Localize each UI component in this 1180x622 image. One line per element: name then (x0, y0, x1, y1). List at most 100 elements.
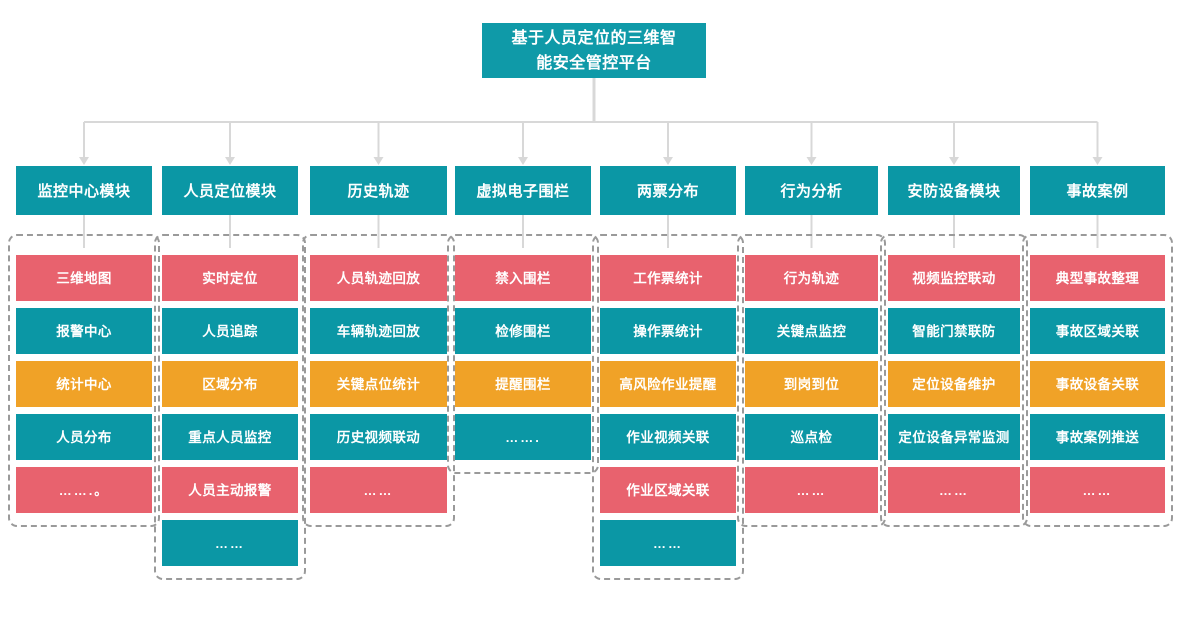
feature-tile[interactable]: 车辆轨迹回放 (310, 308, 447, 354)
platform-title-line2: 能安全管控平台 (536, 54, 652, 72)
feature-tile[interactable]: 视频监控联动 (888, 255, 1020, 301)
feature-tile-label: …… (939, 482, 969, 498)
feature-tile-label: 三维地图 (56, 270, 112, 286)
feature-tile[interactable]: 人员主动报警 (162, 467, 298, 513)
feature-tile[interactable]: 重点人员监控 (162, 414, 298, 460)
feature-tile[interactable]: 报警中心 (16, 308, 152, 354)
module-header-label: 行为分析 (780, 183, 843, 200)
feature-tile-label: 操作票统计 (633, 323, 703, 339)
feature-tile-label: 检修围栏 (495, 323, 551, 339)
feature-tile[interactable]: 历史视频联动 (310, 414, 447, 460)
feature-tile-label: …… (1082, 482, 1113, 498)
feature-tile-label: 智能门禁联防 (912, 323, 996, 339)
module-group-5 (592, 234, 744, 580)
feature-tile[interactable]: …… (600, 520, 736, 566)
feature-tile-label: 典型事故整理 (1055, 270, 1140, 286)
feature-tile-label: …… (653, 535, 683, 551)
feature-tile[interactable]: 三维地图 (16, 255, 152, 301)
feature-tile-label: 巡点检 (790, 429, 833, 445)
feature-tile[interactable]: ……. (455, 414, 591, 460)
module-header-label: 虚拟电子围栏 (476, 183, 570, 200)
feature-tile[interactable]: 定位设备异常监测 (888, 414, 1020, 460)
module-header-3[interactable]: 历史轨迹 (310, 166, 447, 215)
feature-tile[interactable]: 提醒围栏 (455, 361, 591, 407)
module-header-label: 监控中心模块 (37, 183, 131, 200)
module-group-4 (447, 234, 599, 474)
feature-tile-label: 提醒围栏 (495, 376, 551, 392)
module-header-8[interactable]: 事故案例 (1030, 166, 1165, 215)
feature-tile[interactable]: 事故案例推送 (1030, 414, 1165, 460)
feature-tile-label: 禁入围栏 (495, 270, 551, 286)
module-group-3 (302, 234, 455, 527)
feature-tile[interactable]: 区域分布 (162, 361, 298, 407)
feature-tile[interactable]: …… (888, 467, 1020, 513)
feature-tile[interactable]: 禁入围栏 (455, 255, 591, 301)
feature-tile[interactable]: …… (310, 467, 447, 513)
module-header-1[interactable]: 监控中心模块 (16, 166, 152, 215)
feature-tile-label: 到岗到位 (783, 376, 840, 392)
feature-tile-label: 关键点监控 (776, 323, 847, 339)
module-header-label: 历史轨迹 (347, 183, 410, 200)
feature-tile[interactable]: 人员追踪 (162, 308, 298, 354)
feature-tile-label: 实时定位 (202, 270, 258, 286)
feature-tile[interactable]: 关键点位统计 (310, 361, 447, 407)
feature-tile-label: 行为轨迹 (783, 270, 840, 286)
feature-tile-label: 关键点位统计 (336, 376, 421, 392)
feature-tile[interactable]: 人员轨迹回放 (310, 255, 447, 301)
feature-tile-label: …… (796, 482, 827, 498)
feature-tile[interactable]: 统计中心 (16, 361, 152, 407)
feature-tile[interactable]: 人员分布 (16, 414, 152, 460)
feature-tile[interactable]: …… (162, 520, 298, 566)
feature-tile[interactable]: 到岗到位 (745, 361, 878, 407)
feature-tile-label: 重点人员监控 (188, 429, 272, 445)
feature-tile[interactable]: 作业视频关联 (600, 414, 736, 460)
feature-tile[interactable]: 操作票统计 (600, 308, 736, 354)
feature-tile-label: 车辆轨迹回放 (336, 323, 421, 339)
feature-tile-label: 区域分布 (202, 376, 258, 392)
feature-tile-label: 历史视频联动 (336, 429, 421, 445)
feature-tile[interactable]: …… (1030, 467, 1165, 513)
feature-tile-label: 高风险作业提醒 (619, 376, 717, 392)
module-header-5[interactable]: 两票分布 (600, 166, 736, 215)
feature-tile[interactable]: 巡点检 (745, 414, 878, 460)
platform-title: 基于人员定位的三维智 能安全管控平台 (482, 23, 706, 78)
module-header-2[interactable]: 人员定位模块 (162, 166, 298, 215)
feature-tile[interactable]: …… (745, 467, 878, 513)
module-header-7[interactable]: 安防设备模块 (888, 166, 1020, 215)
feature-tile-label: 事故设备关联 (1055, 376, 1140, 392)
feature-tile-label: …….。 (58, 482, 110, 498)
feature-tile[interactable]: 事故区域关联 (1030, 308, 1165, 354)
feature-tile-label: 定位设备维护 (912, 376, 996, 392)
module-group-8 (1022, 234, 1173, 527)
feature-tile[interactable]: 定位设备维护 (888, 361, 1020, 407)
module-group-2 (154, 234, 306, 580)
feature-tile[interactable]: 关键点监控 (745, 308, 878, 354)
feature-tile-label: 作业视频关联 (626, 429, 710, 445)
feature-tile-label: 人员追踪 (202, 323, 258, 339)
feature-tile[interactable]: 行为轨迹 (745, 255, 878, 301)
feature-tile-label: 报警中心 (56, 323, 112, 339)
module-header-label: 安防设备模块 (907, 183, 1001, 200)
feature-tile-label: …… (215, 535, 245, 551)
feature-tile[interactable]: 检修围栏 (455, 308, 591, 354)
feature-tile[interactable]: 智能门禁联防 (888, 308, 1020, 354)
feature-tile-label: 作业区域关联 (626, 482, 710, 498)
feature-tile[interactable]: …….。 (16, 467, 152, 513)
feature-tile-label: 人员主动报警 (188, 482, 272, 498)
module-header-4[interactable]: 虚拟电子围栏 (455, 166, 591, 215)
feature-tile[interactable]: 典型事故整理 (1030, 255, 1165, 301)
module-group-1 (8, 234, 160, 527)
module-header-label: 人员定位模块 (183, 183, 277, 200)
feature-tile-label: 视频监控联动 (912, 270, 996, 286)
module-header-label: 两票分布 (636, 183, 699, 200)
module-header-6[interactable]: 行为分析 (745, 166, 878, 215)
feature-tile-label: 统计中心 (56, 376, 112, 392)
feature-tile[interactable]: 作业区域关联 (600, 467, 736, 513)
feature-tile[interactable]: 事故设备关联 (1030, 361, 1165, 407)
feature-tile[interactable]: 实时定位 (162, 255, 298, 301)
feature-tile-label: 事故区域关联 (1055, 323, 1140, 339)
feature-tile[interactable]: 工作票统计 (600, 255, 736, 301)
feature-tile[interactable]: 高风险作业提醒 (600, 361, 736, 407)
feature-tile-label: 人员轨迹回放 (336, 270, 421, 286)
